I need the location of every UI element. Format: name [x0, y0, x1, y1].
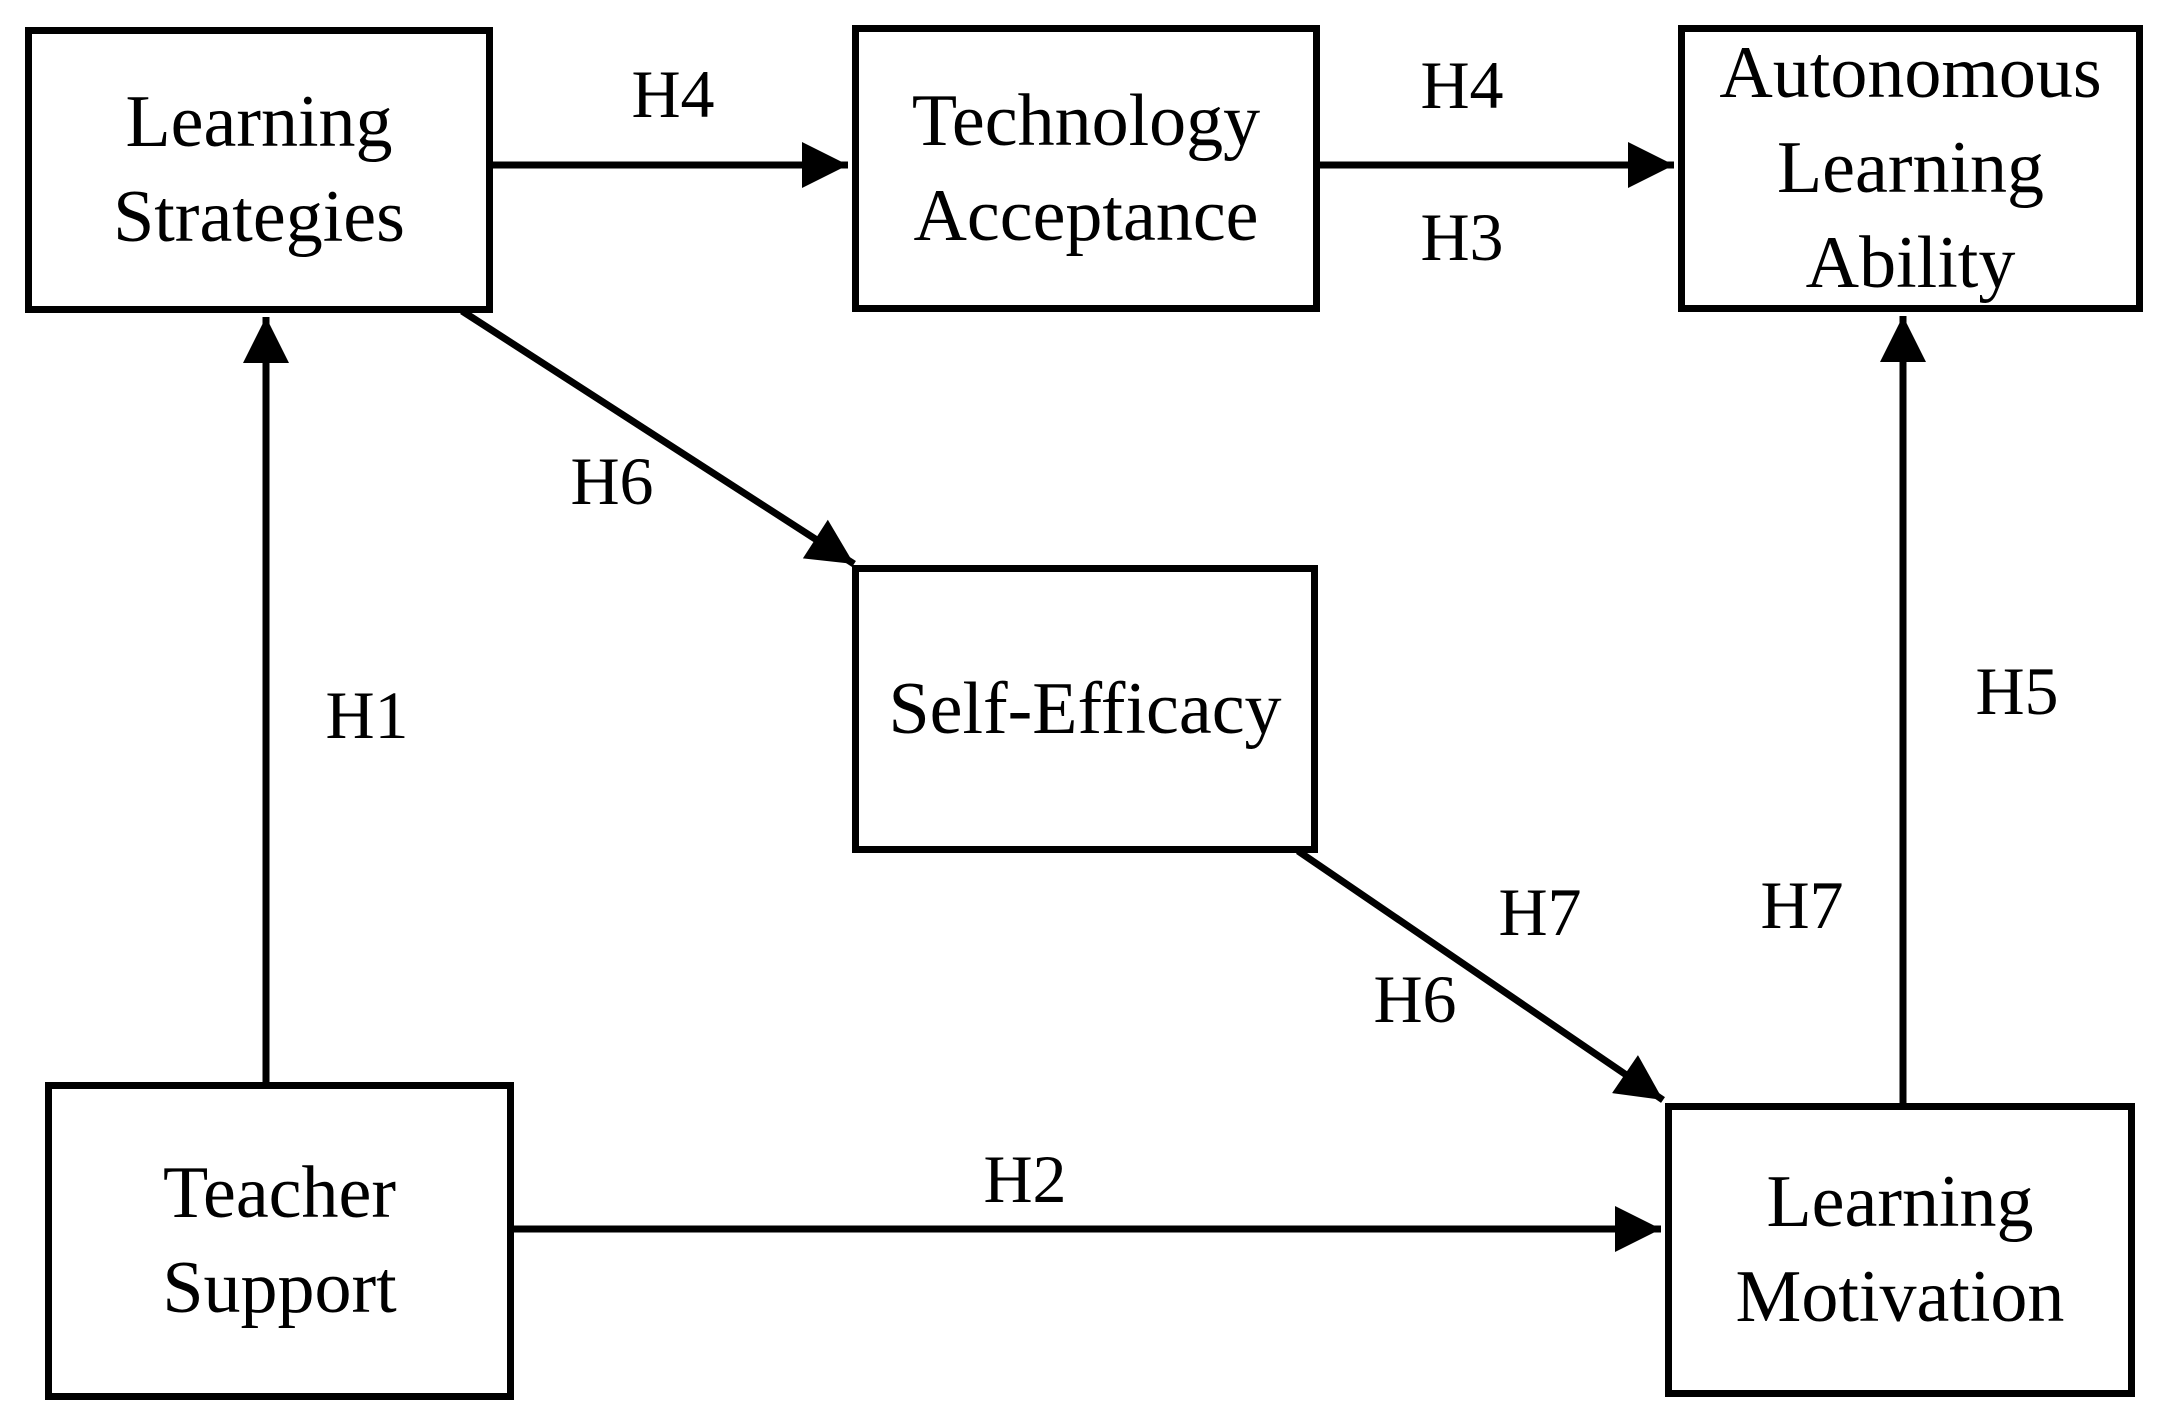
node-self-efficacy: Self-Efficacy	[852, 565, 1318, 853]
node-learning-strategies: Learning Strategies	[25, 27, 493, 313]
node-self-efficacy-label: Self-Efficacy	[888, 667, 1282, 750]
node-technology-acceptance: Technology Acceptance	[852, 25, 1320, 312]
edge-label-h4-learning-strategies-technology-acceptance: H4	[631, 56, 715, 132]
edge-label-h2-teacher-support-learning-motivation: H2	[983, 1141, 1067, 1217]
node-teacher-support-label: Teacher Support	[162, 1152, 397, 1329]
node-autonomous-learning-ability-label: Autonomous Learning Ability	[1719, 32, 2102, 304]
edge-label-h5-learning-motivation-autonomous-learning-ability: H5	[1975, 653, 2059, 729]
node-learning-motivation-label: Learning Motivation	[1735, 1161, 2065, 1338]
edge-label-h6-learning-strategies-self-efficacy: H6	[570, 443, 654, 519]
arrow-h6-learning-strategies-to-self-efficacy	[460, 308, 856, 567]
node-technology-acceptance-label: Technology Acceptance	[911, 79, 1261, 257]
edge-label-h7-learning-motivation-autonomous-learning-ability: H7	[1760, 867, 1844, 943]
node-learning-strategies-label: Learning Strategies	[113, 81, 405, 258]
node-teacher-support: Teacher Support	[45, 1082, 514, 1400]
edge-label-h1-teacher-support-learning-strategies: H1	[325, 677, 409, 753]
edge-label-h7-self-efficacy-learning-motivation: H7	[1498, 874, 1582, 950]
edge-label-h4-technology-acceptance-autonomous-learning-ability: H4	[1420, 47, 1504, 123]
arrow-h7-h6-self-efficacy-to-learning-motivation	[1296, 848, 1665, 1103]
edge-label-h3-technology-acceptance-autonomous-learning-ability: H3	[1420, 199, 1504, 275]
node-autonomous-learning-ability: Autonomous Learning Ability	[1678, 25, 2143, 312]
node-learning-motivation: Learning Motivation	[1665, 1103, 2135, 1397]
edge-label-h6-self-efficacy-learning-motivation: H6	[1373, 961, 1457, 1037]
